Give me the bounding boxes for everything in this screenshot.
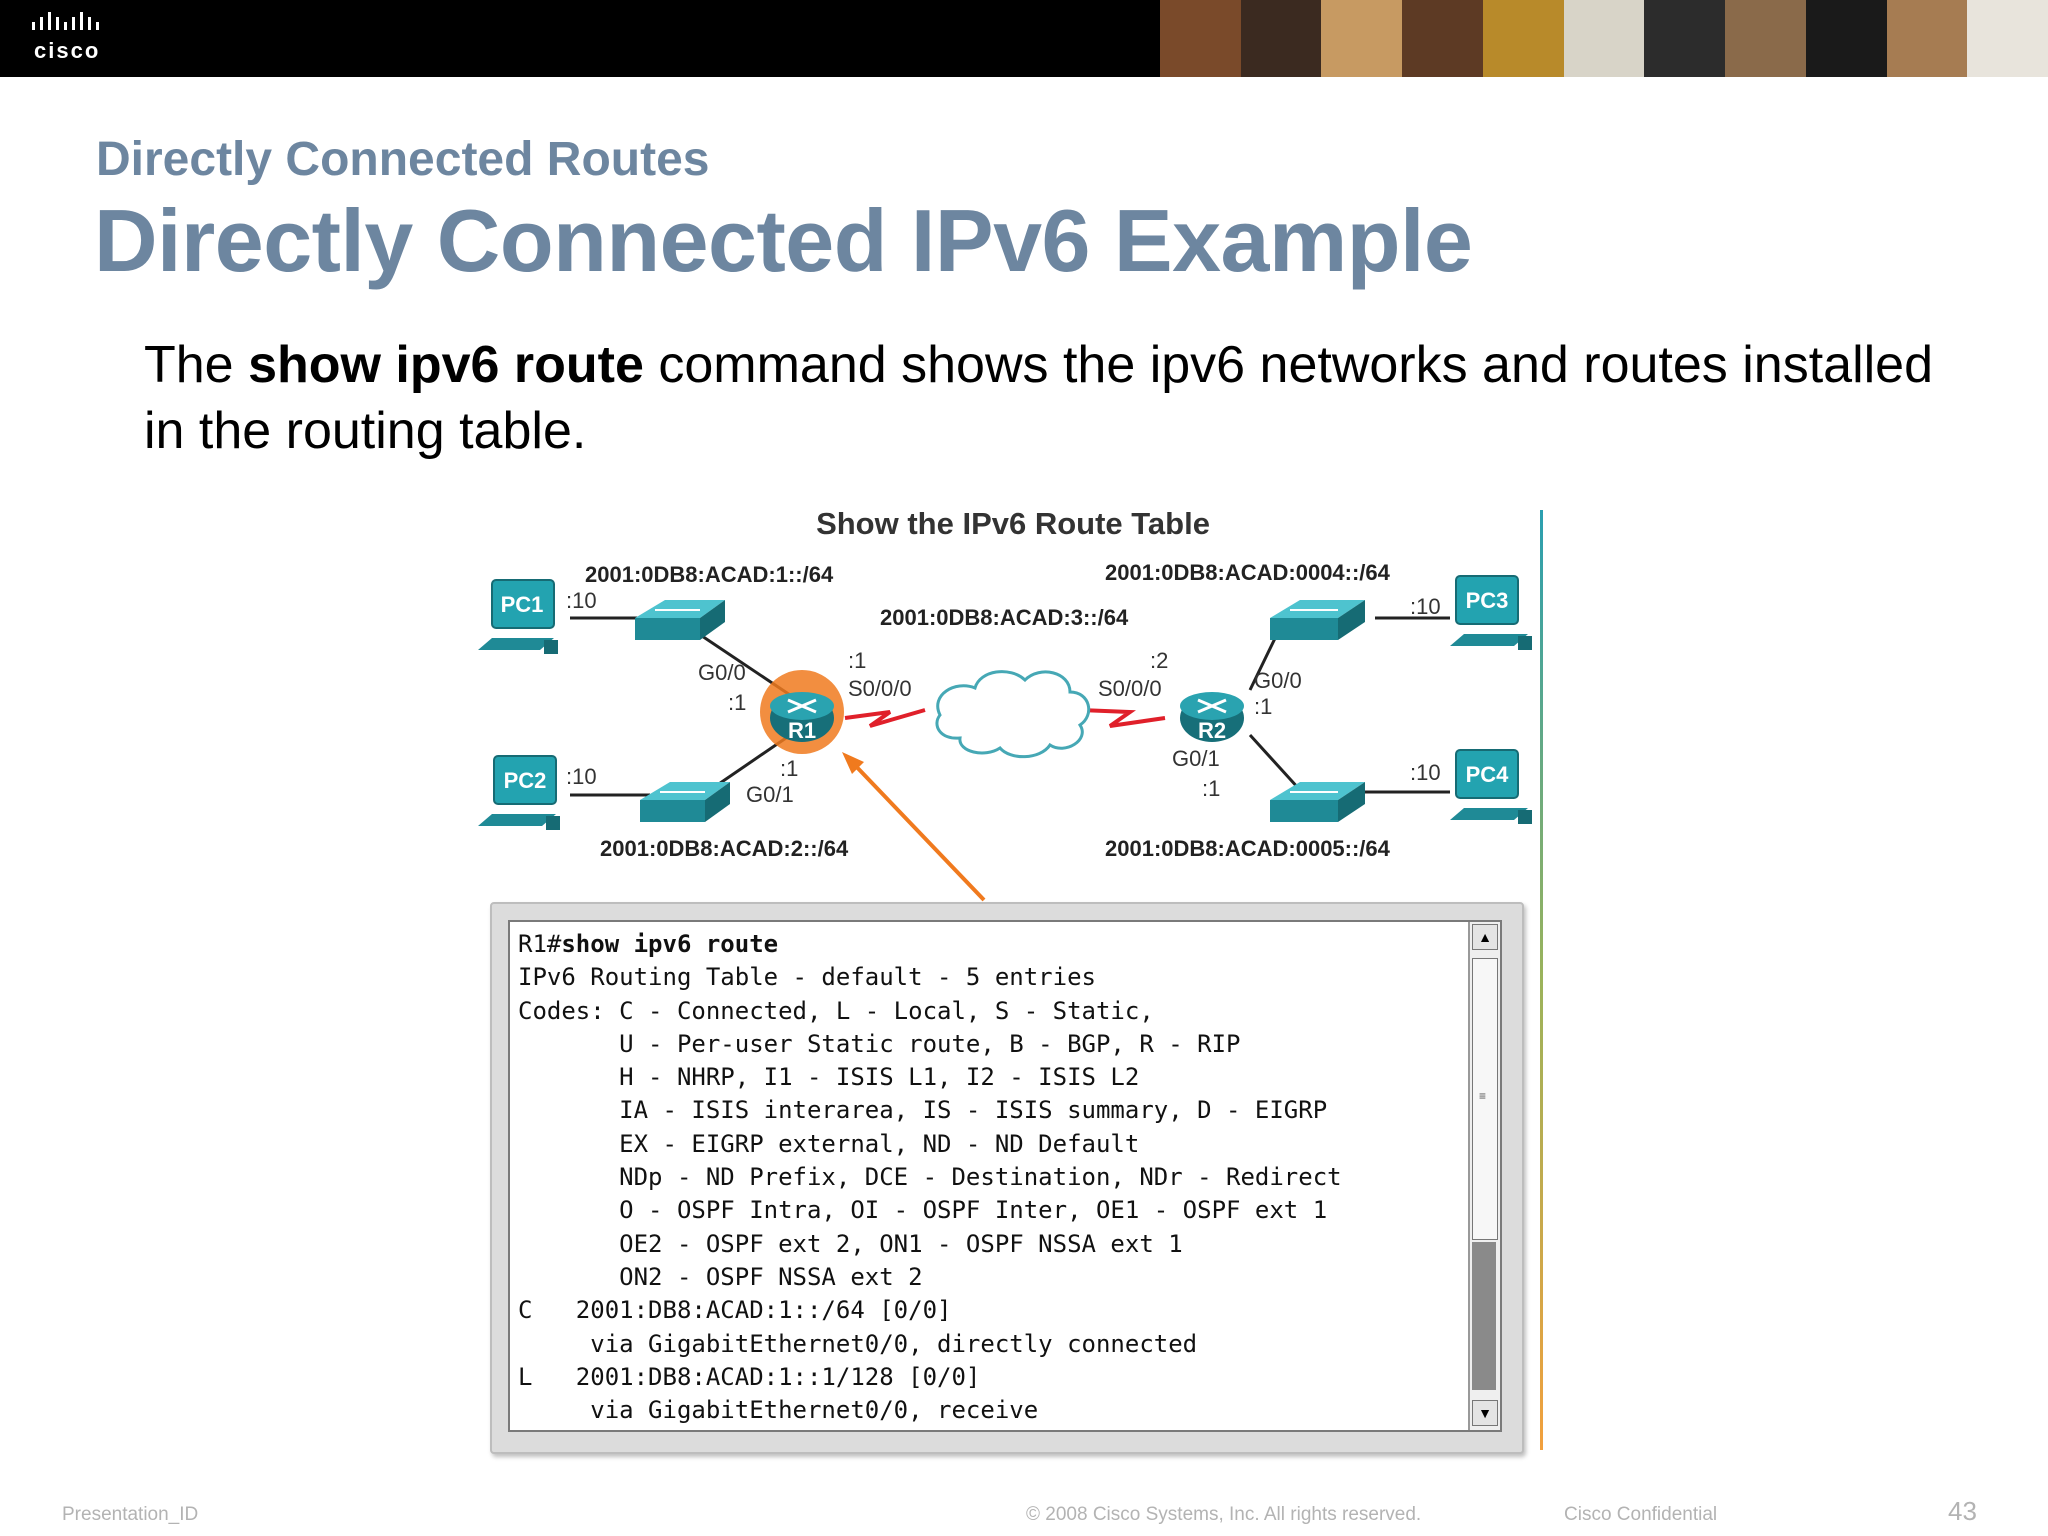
r2-g00-label: G0/0 [1254, 668, 1302, 693]
header-photo [1321, 0, 1403, 77]
r2-g01-host: :1 [1202, 776, 1220, 801]
pc1-label: PC1 [501, 592, 544, 617]
serial-link-r2 [1079, 708, 1166, 728]
net-r1-g00: 2001:0DB8:ACAD:1::/64 [585, 562, 834, 587]
diagram-title: Show the IPv6 Route Table [816, 506, 1210, 541]
scroll-thumb[interactable]: ≡ [1472, 958, 1498, 1240]
pc1-host-id: :10 [566, 588, 597, 613]
pc2-label: PC2 [504, 768, 547, 793]
header-photo [1563, 0, 1645, 77]
header-photo [1967, 0, 2048, 77]
page-number: 43 [1948, 1496, 1977, 1526]
pc3-icon: PC3 [1450, 575, 1532, 650]
terminal-line: IA - ISIS interarea, IS - ISIS summary, … [518, 1096, 1328, 1125]
body-prefix: The [144, 336, 249, 394]
header-photo [1725, 0, 1806, 77]
pointer-arrow [848, 758, 986, 902]
pointer-arrow-head [842, 752, 864, 774]
r1-s000-host: :1 [848, 648, 866, 673]
photo-strip [1160, 0, 2048, 77]
switch-3-icon [1270, 600, 1365, 640]
terminal-line: U - Per-user Static route, B - BGP, R - … [518, 1029, 1241, 1058]
net-r2-g01: 2001:0DB8:ACAD:0005::/64 [1105, 836, 1391, 861]
terminal-line: via GigabitEthernet0/0, receive [518, 1396, 1039, 1425]
topology-diagram: Show the IPv6 Route Table [478, 506, 1532, 902]
terminal-line: IPv6 Routing Table - default - 5 entries [518, 963, 1096, 992]
r2-g00-host: :1 [1254, 694, 1272, 719]
scroll-up-icon: ▲ [1478, 929, 1492, 945]
terminal-line: Codes: C - Connected, L - Local, S - Sta… [518, 996, 1154, 1025]
switch-1-icon [635, 600, 725, 640]
top-banner: cisco [0, 0, 2048, 77]
terminal-line: ON2 - OSPF NSSA ext 2 [518, 1262, 923, 1291]
net-r1-g01: 2001:0DB8:ACAD:2::/64 [600, 836, 849, 861]
cisco-wordmark: cisco [34, 38, 101, 63]
grip-icon: ≡ [1479, 1089, 1487, 1103]
terminal-command: show ipv6 route [561, 930, 779, 958]
terminal-line: C 2001:DB8:ACAD:1::/64 [0/0] [518, 1296, 952, 1325]
pc4-label: PC4 [1466, 762, 1510, 787]
pc2-icon: PC2 [478, 755, 560, 830]
footer-presentation-id: Presentation_ID [62, 1504, 199, 1525]
r2-s000-label: S0/0/0 [1098, 676, 1162, 701]
body-command: show ipv6 route [248, 336, 644, 394]
switch-2-icon [640, 782, 730, 822]
terminal-line: via GigabitEthernet0/0, directly connect… [518, 1329, 1198, 1358]
scroll-down-icon: ▼ [1478, 1405, 1492, 1421]
slide-subtitle: Directly Connected Routes [96, 133, 710, 186]
terminal-scrollbar[interactable]: ▲ ≡ ▼ [1468, 922, 1500, 1430]
header-photo [1805, 0, 1887, 77]
terminal-line: EX - EIGRP external, ND - ND Default [518, 1129, 1140, 1158]
r1-s000-label: S0/0/0 [848, 676, 912, 701]
r2-g01-label: G0/1 [1172, 746, 1220, 771]
switch-4-icon [1270, 782, 1365, 822]
r1-g00-host: :1 [728, 690, 746, 715]
net-r2-g00: 2001:0DB8:ACAD:0004::/64 [1105, 560, 1391, 585]
header-photo [1240, 0, 1322, 77]
pc3-host-id: :10 [1410, 594, 1441, 619]
cisco-bars-icon [32, 12, 99, 30]
r1-g01-label: G0/1 [746, 782, 794, 807]
terminal-line: L 2001:DB8:ACAD:1::1/128 [0/0] [518, 1362, 981, 1391]
figure-divider-line [1540, 510, 1543, 1450]
footer-confidential: Cisco Confidential [1564, 1504, 1718, 1525]
router-r1-icon: R1 [760, 670, 844, 754]
terminal-output[interactable]: R1#show ipv6 route IPv6 Routing Table - … [508, 920, 1502, 1432]
net-serial: 2001:0DB8:ACAD:3::/64 [880, 605, 1129, 630]
router-r2-icon: R2 [1180, 692, 1244, 743]
header-photo [1160, 0, 1241, 77]
serial-link-r1 [844, 708, 926, 728]
header-photo [1402, 0, 1483, 77]
header-photo [1886, 0, 1968, 77]
terminal-window: R1#show ipv6 route IPv6 Routing Table - … [490, 902, 1524, 1454]
pc4-icon: PC4 [1450, 749, 1532, 824]
r1-label: R1 [788, 718, 816, 743]
terminal-line: H - NHRP, I1 - ISIS L1, I2 - ISIS L2 [518, 1063, 1140, 1092]
scroll-track[interactable] [1472, 1242, 1496, 1390]
slide-body-text: The show ipv6 route command shows the ip… [144, 332, 1944, 464]
pc2-host-id: :10 [566, 764, 597, 789]
terminal-line: NDp - ND Prefix, DCE - Destination, NDr … [518, 1163, 1342, 1192]
scroll-up-button[interactable]: ▲ [1472, 924, 1498, 950]
r1-g01-host: :1 [780, 756, 798, 781]
footer-copyright: © 2008 Cisco Systems, Inc. All rights re… [1026, 1504, 1422, 1525]
r1-g00-label: G0/0 [698, 660, 746, 685]
pc4-host-id: :10 [1410, 760, 1441, 785]
terminal-line: O - OSPF Intra, OI - OSPF Inter, OE1 - O… [518, 1196, 1328, 1225]
wan-cloud-icon [935, 670, 1091, 759]
terminal-line: OE2 - OSPF ext 2, ON1 - OSPF NSSA ext 1 [518, 1229, 1183, 1258]
header-photo [1644, 0, 1726, 77]
cisco-logo: cisco [30, 12, 130, 66]
terminal-prompt: R1# [518, 930, 562, 958]
header-photo [1482, 0, 1564, 77]
terminal-text: R1#show ipv6 route IPv6 Routing Table - … [518, 928, 1342, 1427]
slide-title: Directly Connected IPv6 Example [94, 191, 1473, 290]
pc3-label: PC3 [1466, 588, 1509, 613]
body-suffix: command shows the ipv6 networks and rout… [144, 336, 1934, 460]
scroll-down-button[interactable]: ▼ [1472, 1400, 1498, 1426]
r2-label: R2 [1198, 718, 1226, 743]
r2-s000-host: :2 [1150, 648, 1168, 673]
pc1-icon: PC1 [478, 579, 558, 654]
